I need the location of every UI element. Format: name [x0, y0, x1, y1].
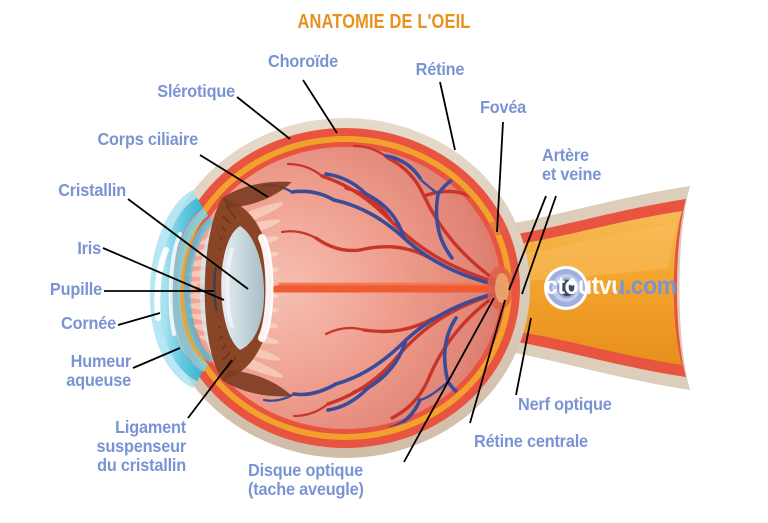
label-choroide[interactable]: Choroïde: [268, 51, 338, 71]
leader-retine: [439, 81, 456, 151]
optic-nerve: [480, 186, 690, 390]
label-corps-ciliaire[interactable]: Corps ciliaire: [97, 129, 198, 149]
page-title: ANATOMIE DE L'OEIL: [297, 11, 471, 33]
leader-lines: [102, 79, 557, 463]
watermark: ctoutvu.com: [545, 264, 688, 308]
watermark-eye-logo: [544, 266, 588, 310]
leader-choroide: [302, 79, 338, 134]
label-fovea[interactable]: Fovéa: [479, 97, 527, 117]
leader-disque: [403, 297, 495, 463]
cornea: [150, 189, 215, 389]
label-cristallin[interactable]: Cristallin: [58, 180, 127, 200]
leader-artere: [508, 195, 547, 291]
label-pupille[interactable]: Pupille: [49, 279, 102, 299]
label-iris[interactable]: Iris: [77, 238, 101, 258]
leader-veine: [521, 195, 557, 295]
leader-slerotique: [236, 96, 291, 140]
leader-fovea: [496, 121, 504, 233]
label-slerotique[interactable]: Slérotique: [157, 81, 235, 101]
leader-cornee: [117, 312, 161, 326]
label-humeur-aqueuse[interactable]: Humeur aqueuse: [66, 351, 131, 390]
label-nerf-optique[interactable]: Nerf optique: [518, 394, 612, 414]
leader-humeur: [132, 347, 181, 369]
label-cornee[interactable]: Cornée: [61, 313, 116, 333]
lens: [215, 218, 274, 358]
leader-nerf: [515, 317, 532, 396]
label-ligament-suspenseur[interactable]: Ligament suspenseur du cristallin: [96, 417, 187, 475]
label-artere-et-veine[interactable]: Artère et veine: [542, 145, 602, 184]
ciliary-body: [222, 181, 292, 397]
leader-cristallin: [127, 198, 249, 290]
leader-retine-centrale: [469, 299, 506, 424]
label-retine-centrale[interactable]: Rétine centrale: [474, 431, 588, 451]
leader-corps-ciliaire: [199, 154, 269, 198]
leader-ligament: [187, 359, 233, 419]
label-retine[interactable]: Rétine: [415, 59, 465, 79]
label-disque-optique[interactable]: Disque optique (tache aveugle): [248, 460, 364, 499]
anterior-segment: [150, 181, 292, 397]
watermark-text: ctoutvu.com: [545, 271, 677, 300]
